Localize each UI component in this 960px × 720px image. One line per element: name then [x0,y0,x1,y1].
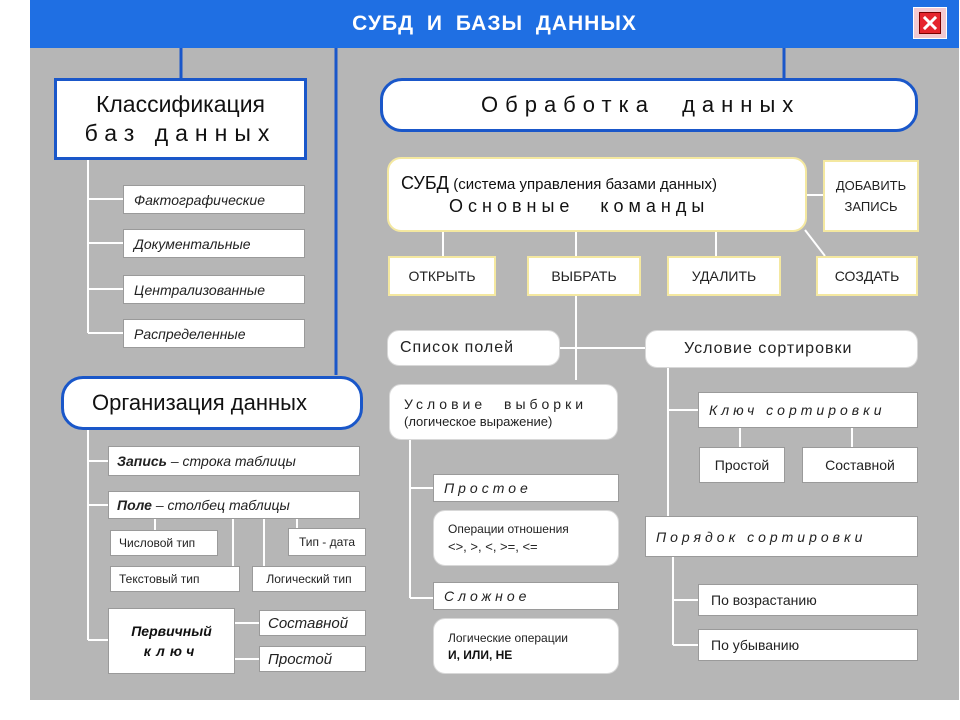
text-type-box: Текстовый тип [110,566,240,592]
command-create: СОЗДАТЬ [816,256,918,296]
field-description: – столбец таблицы [151,497,290,513]
data-processing-box: Обработка данных [380,78,918,132]
command-open: ОТКРЫТЬ [388,256,496,296]
dbms-box: СУБД (система управления базами данных) … [387,157,807,232]
classification-subtitle: баз данных [84,120,277,146]
relation-operations-box: Операции отношения <>, >, <, >=, <= [433,510,619,566]
relation-operations-list: <>, >, <, >=, <= [448,539,538,554]
dbms-subtitle: (система управления базами данных) [453,175,717,193]
classification-item-factographic: Фактографические [123,185,305,214]
sort-key-composite-box: Составной [802,447,918,483]
sort-ascending-box: По возрастанию [698,584,918,616]
primary-key-line2: ключ [143,643,200,659]
title-bar: СУБД И БАЗЫ ДАННЫХ [30,0,959,48]
logical-type-box: Логический тип [252,566,366,592]
organization-box: Организация данных [61,376,363,430]
select-condition-box: Условие выборки (логическое выражение) [389,384,618,440]
command-delete: УДАЛИТЬ [667,256,781,296]
date-type-box: Тип - дата [288,528,366,556]
add-record-line1: ДОБАВИТЬ [835,178,907,193]
slide: СУБД И БАЗЫ ДАННЫХ Классификация баз дан… [30,0,959,700]
classification-box: Классификация баз данных [54,78,307,160]
field-list-box: Список полей [387,330,560,366]
sort-order-box: Порядок сортировки [645,516,918,557]
logic-operations-title: Логические операции [448,630,568,645]
classification-item-distributed: Распределенные [123,319,305,348]
select-condition-subtitle: (логическое выражение) [404,413,553,429]
relation-operations-title: Операции отношения [448,522,569,536]
sort-descending-box: По убыванию [698,629,918,661]
primary-key-line1: Первичный [131,623,212,639]
connector-lines [87,48,853,660]
record-box: Запись – строка таблицы [108,446,360,476]
primary-key-composite-box: Составной [259,610,366,636]
field-label: Поле [117,497,152,513]
dbms-title: СУБД [401,172,449,193]
complex-condition-box: Сложное [433,582,619,610]
logic-operations-list: И, ИЛИ, НЕ [448,647,513,662]
sort-key-simple-box: Простой [699,447,785,483]
numeric-type-box: Числовой тип [110,530,218,556]
primary-key-box: Первичный ключ [108,608,235,674]
sort-condition-box: Условие сортировки [645,330,918,368]
command-select: ВЫБРАТЬ [527,256,641,296]
field-box: Поле – столбец таблицы [108,491,360,519]
close-icon [919,12,941,34]
add-record-box: ДОБАВИТЬ ЗАПИСЬ [823,160,919,232]
select-condition-title: Условие выборки [404,395,588,412]
logic-operations-box: Логические операции И, ИЛИ, НЕ [433,618,619,674]
simple-condition-box: Простое [433,474,619,502]
add-record-line2: ЗАПИСЬ [844,199,898,214]
sort-key-box: Ключ сортировки [698,392,918,428]
close-button[interactable] [913,7,947,39]
primary-key-simple-box: Простой [259,646,366,672]
dbms-commands-label: Основные команды [449,195,710,216]
classification-item-documentary: Документальные [123,229,305,258]
record-description: – строка таблицы [166,453,296,469]
record-label: Запись [117,453,167,469]
classification-title: Классификация [95,91,266,117]
classification-item-centralized: Централизованные [123,275,305,304]
page-title: СУБД И БАЗЫ ДАННЫХ [352,12,637,35]
